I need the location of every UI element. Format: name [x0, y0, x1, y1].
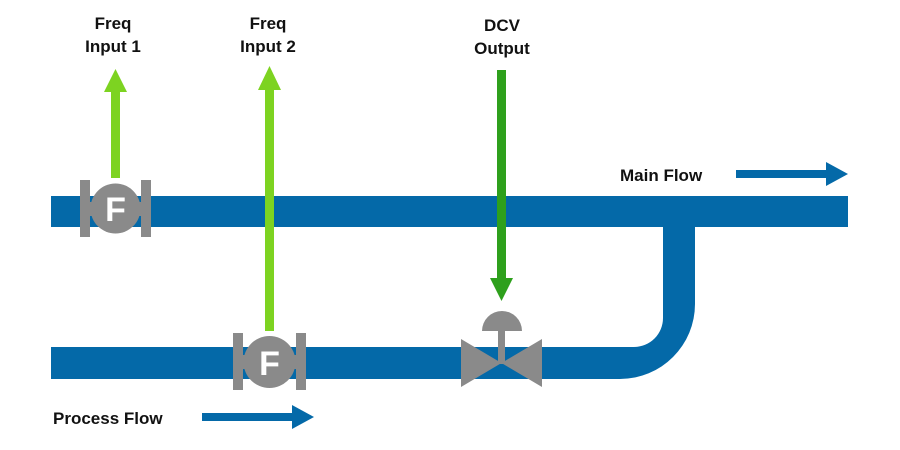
process-pipe: [51, 220, 695, 379]
freq-input-2-label-line2: Input 2: [240, 37, 296, 56]
meter-flange-left: [233, 333, 243, 390]
meter-symbol: F: [259, 345, 280, 383]
meter-flange-right: [141, 180, 151, 237]
freq-input-1-arrow: [104, 69, 127, 178]
dcv-output-label-line2: Output: [474, 39, 530, 58]
valve-body-left: [461, 339, 502, 387]
freq-input-1-label-line1: Freq: [95, 14, 132, 33]
meter-flange-right: [296, 333, 306, 390]
freq-input-2-arrow: [258, 66, 281, 331]
flow-meter-1[interactable]: F: [80, 180, 151, 237]
freq-input-2-label-line1: Freq: [250, 14, 287, 33]
meter-body: [243, 336, 296, 388]
process-flow-label: Process Flow: [53, 409, 163, 428]
meter-symbol: F: [105, 191, 126, 229]
valve-actuator: [482, 311, 522, 331]
valve-body-right: [501, 339, 542, 387]
process-flow-arrow: [202, 405, 314, 429]
flow-meter-2[interactable]: F: [233, 333, 306, 390]
dcv-output-label-line1: DCV: [484, 16, 521, 35]
main-flow-arrow: [736, 162, 848, 186]
meter-body: [90, 183, 141, 234]
meter-flange-left: [80, 180, 90, 237]
main-pipe: [51, 196, 848, 227]
control-valve[interactable]: [461, 311, 542, 387]
valve-stem: [498, 330, 505, 364]
main-flow-label: Main Flow: [620, 166, 703, 185]
dcv-output-arrow: [490, 70, 513, 301]
freq-input-1-label-line2: Input 1: [85, 37, 141, 56]
